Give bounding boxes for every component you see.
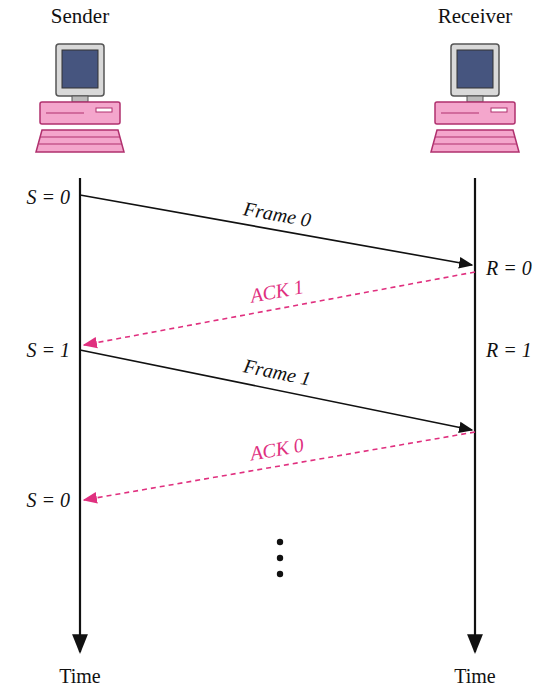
ack-arrow	[84, 272, 475, 345]
state-variable: R = 0	[486, 257, 532, 280]
receiver-timeline	[474, 178, 476, 652]
axis-label: Time	[454, 665, 496, 688]
computer-icon	[34, 42, 126, 156]
frame-arrow	[80, 195, 472, 265]
state-variable: S = 0	[27, 489, 71, 512]
state-variable: S = 1	[27, 339, 71, 362]
continuation-dot	[277, 571, 283, 577]
continuation-dot	[277, 539, 283, 545]
station-name: Sender	[51, 4, 109, 28]
continuation-dot	[277, 555, 283, 561]
station-name: Receiver	[438, 4, 513, 28]
computer-node: Sender	[34, 4, 126, 156]
ack-arrow	[84, 432, 475, 500]
state-variable: R = 1	[486, 339, 532, 362]
frame-arrow	[80, 350, 472, 430]
computer-node: Receiver	[429, 4, 521, 156]
sender-timeline	[79, 178, 81, 652]
state-variable: S = 0	[27, 186, 71, 209]
ack-label: ACK 0	[248, 433, 305, 465]
ack-label: ACK 1	[248, 275, 305, 308]
axis-label: Time	[59, 665, 101, 688]
computer-icon	[429, 42, 521, 156]
